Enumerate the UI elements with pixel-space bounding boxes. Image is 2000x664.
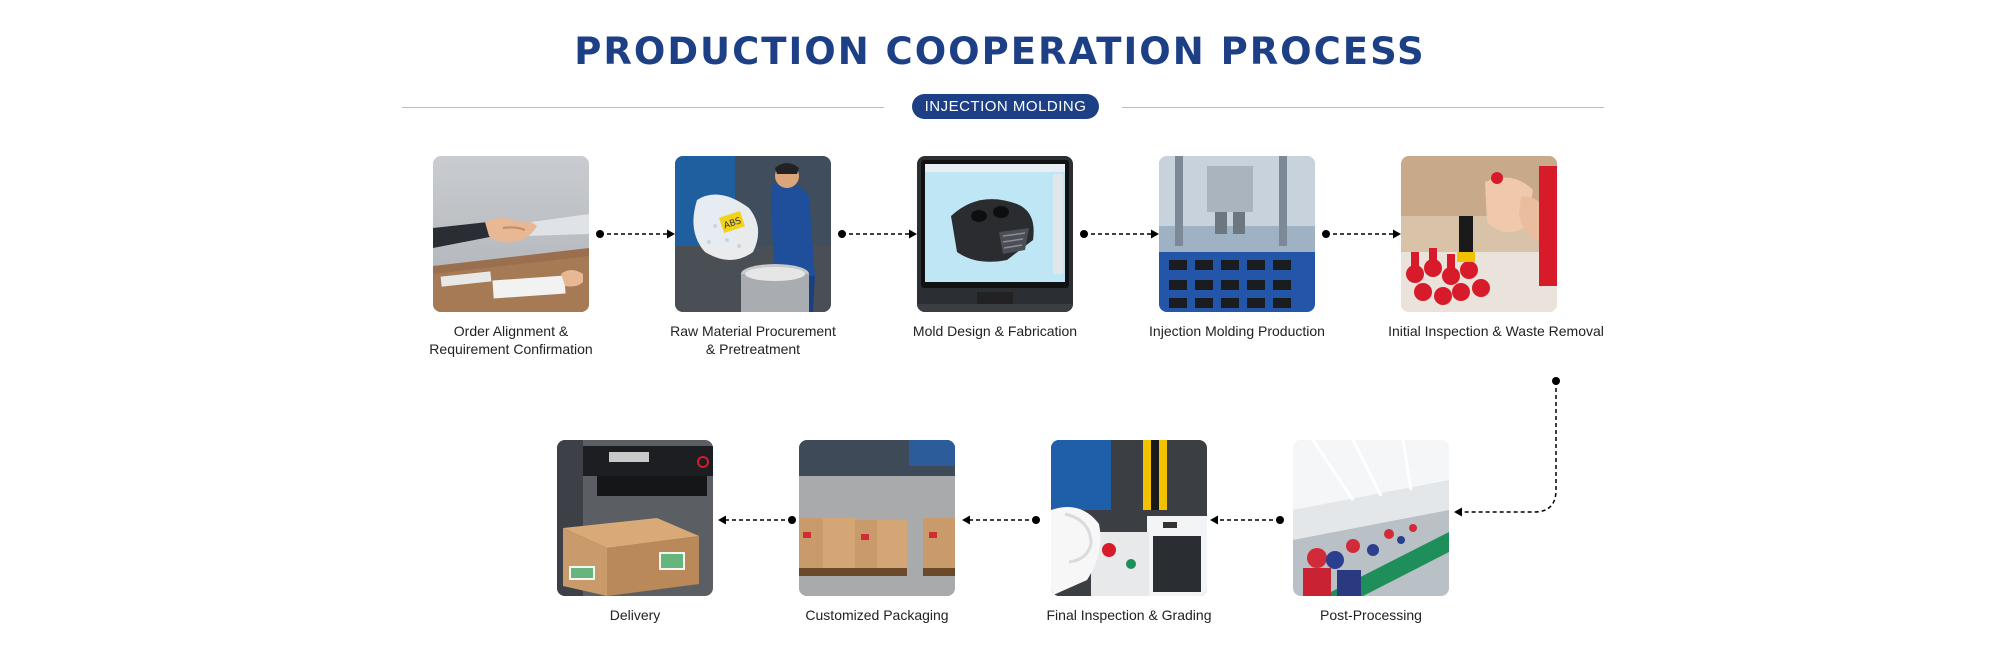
arrowhead-5-6 [1454,507,1462,517]
step-2-label-line: Raw Material Procurement & Pretreatment [670,323,836,357]
arrowhead-8-9 [718,515,726,525]
step-2-label: Raw Material Procurement & Pretreatment [633,322,873,358]
connector-5-6 [1460,381,1557,513]
step-5-image [1401,156,1557,312]
connector-dot-2 [838,230,846,238]
step-2-image: ABS [675,156,831,312]
arrowhead-2-3 [909,229,917,239]
step-1-label-line: Order Alignment & Requirement Confirmati… [429,323,593,357]
workshop-photo-icon [1293,440,1449,596]
step-9-label-line: Delivery [609,607,661,623]
connector-dot-5 [1552,377,1560,385]
step-5-label: Initial Inspection & Waste Removal [1374,322,1618,340]
step-1-label: Order Alignment & Requirement Confirmati… [391,322,631,358]
step-5-label-line: Initial Inspection & Waste Removal [1388,323,1604,339]
step-9-image [557,440,713,596]
step-3-image [917,156,1073,312]
connector-dot-6 [1276,516,1284,524]
arrowhead-7-8 [962,515,970,525]
connector-dot-4 [1322,230,1330,238]
step-6-image [1293,440,1449,596]
right-divider [1122,107,1604,108]
handshake-photo-icon [433,156,589,312]
arrowhead-4-5 [1393,229,1401,239]
step-8-image [799,440,955,596]
inspection-photo-icon [1401,156,1557,312]
step-8-label: Customized Packaging [757,606,997,624]
page-title: PRODUCTION COOPERATION PROCESS [574,30,1426,73]
step-6-label: Post-Processing [1251,606,1491,624]
step-7-label: Final Inspection & Grading [1009,606,1249,624]
step-4-image [1159,156,1315,312]
connector-dot-1 [596,230,604,238]
xray-scanner-photo-icon [557,440,713,596]
molding-machine-photo-icon [1159,156,1315,312]
process-badge: INJECTION MOLDING [912,94,1099,119]
step-6-label-line: Post-Processing [1320,607,1422,623]
step-3-label-line: Mold Design & Fabrication [912,323,1078,339]
raw-material-photo-icon: ABS [675,156,831,312]
step-7-image [1051,440,1207,596]
step-8-label-line: Customized Packaging [805,607,949,623]
step-4-label: Injection Molding Production [1117,322,1357,340]
step-1-image [433,156,589,312]
connector-dot-8 [788,516,796,524]
step-7-label-line: Final Inspection & Grading [1046,607,1212,623]
step-4-label-line: Injection Molding Production [1149,323,1325,339]
step-3-label: Mold Design & Fabrication [875,322,1115,340]
step-9-label: Delivery [515,606,755,624]
arrowhead-1-2 [667,229,675,239]
arrowhead-3-4 [1151,229,1159,239]
packaging-photo-icon [799,440,955,596]
left-divider [402,107,884,108]
connector-dot-3 [1080,230,1088,238]
cad-monitor-photo-icon [917,156,1073,312]
arrowhead-6-7 [1210,515,1218,525]
connector-dot-7 [1032,516,1040,524]
grading-machine-photo-icon [1051,440,1207,596]
